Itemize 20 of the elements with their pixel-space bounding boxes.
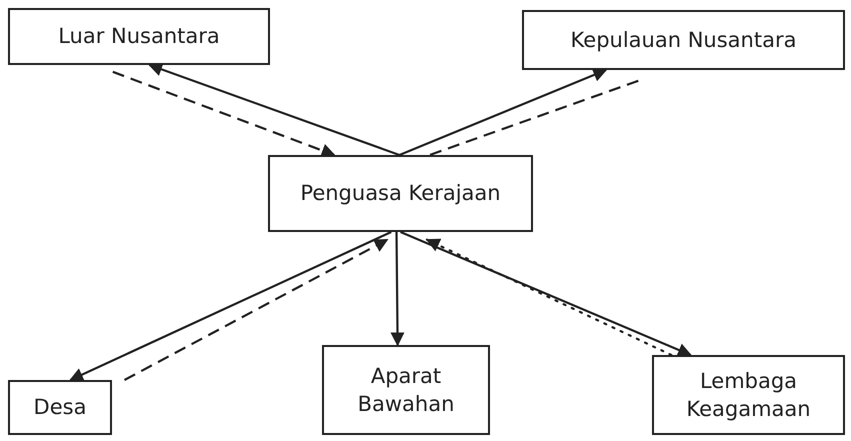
arrow <box>390 232 404 346</box>
node-label: Aparat Bawahan <box>356 362 456 418</box>
arrow <box>426 238 672 356</box>
node-label: Lembaga Keagamaan <box>685 368 812 423</box>
label-box <box>8 380 112 435</box>
node-label: Kepulauan Nusantara <box>570 26 796 54</box>
label-box <box>8 8 270 65</box>
label-box <box>268 155 533 232</box>
arrow <box>399 68 608 156</box>
arrow <box>124 238 388 381</box>
arrow <box>400 230 692 357</box>
label-box <box>522 10 845 70</box>
arrow <box>69 231 392 382</box>
node-label: Luar Nusantara <box>58 23 220 50</box>
node-label: Desa <box>34 394 86 422</box>
node-label: Penguasa Kerajaan <box>300 180 501 208</box>
label-box <box>322 345 490 435</box>
label-box <box>652 355 845 435</box>
arrow <box>112 70 336 158</box>
arrow <box>148 62 400 156</box>
